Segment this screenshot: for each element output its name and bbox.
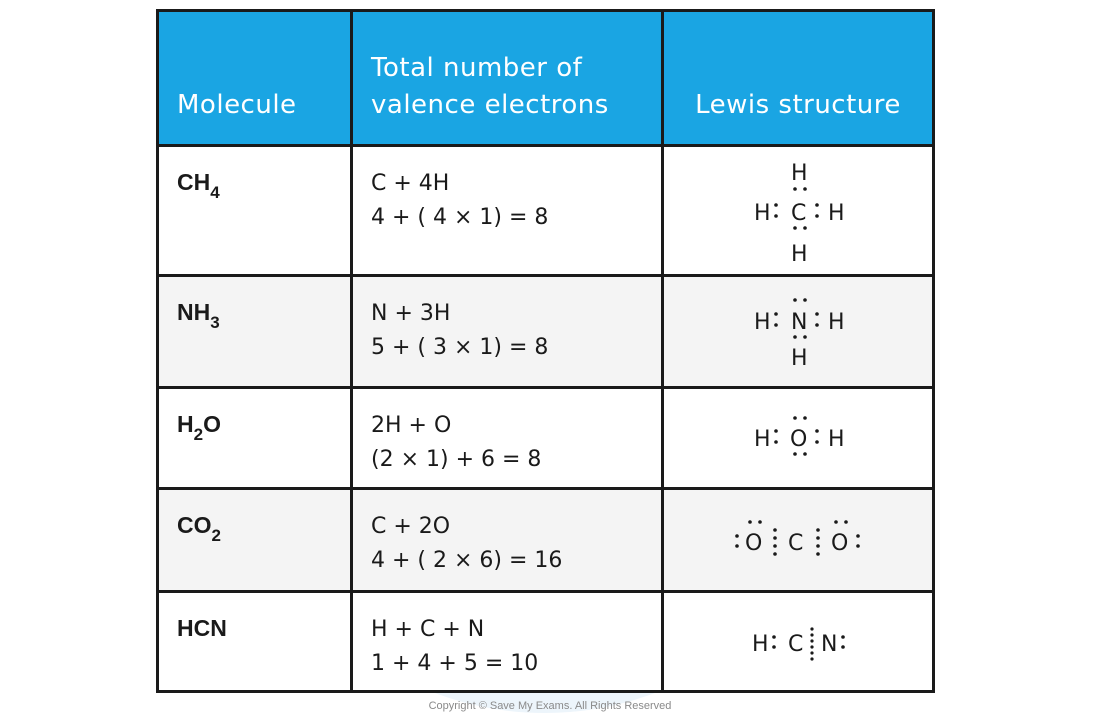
table-row: NH3 N + 3H 5 + ( 3 × 1) = 8 H N H H — [156, 274, 935, 389]
svg-text:N: N — [791, 310, 807, 335]
header-electrons-line1: Total number of — [371, 53, 583, 83]
valence-sum: C + 4H — [371, 171, 450, 196]
svg-text:H: H — [754, 427, 771, 452]
lewis-cell: O C O — [661, 487, 935, 593]
valence-cell: H + C + N 1 + 4 + 5 = 10 — [350, 590, 664, 693]
valence-calculation: (2 × 1) + 6 = 8 — [371, 447, 542, 472]
molecule-cell: CH4 — [156, 144, 353, 277]
header-row: Molecule Total number of valence electro… — [156, 9, 935, 147]
svg-text:C: C — [788, 632, 803, 657]
svg-text:C: C — [791, 201, 806, 226]
valence-calculation: 1 + 4 + 5 = 10 — [371, 651, 539, 676]
svg-text:H: H — [791, 242, 808, 266]
valence-cell: C + 4H 4 + ( 4 × 1) = 8 — [350, 144, 664, 277]
valence-calculation: 4 + ( 4 × 1) = 8 — [371, 205, 549, 230]
table-row: CH4 C + 4H 4 + ( 4 × 1) = 8 H H C H H — [156, 144, 935, 277]
valence-sum: C + 2O — [371, 514, 451, 539]
svg-text:H: H — [754, 201, 771, 226]
table-row: CO2 C + 2O 4 + ( 2 × 6) = 16 O C O — [156, 487, 935, 593]
svg-text:N: N — [821, 632, 837, 657]
valence-cell: 2H + O (2 × 1) + 6 = 8 — [350, 386, 664, 490]
copyright-footer: Copyright © Save My Exams. All Rights Re… — [428, 700, 672, 712]
svg-text:O: O — [790, 427, 807, 452]
header-molecule: Molecule — [156, 9, 353, 147]
lewis-cell: H H C H H — [661, 144, 935, 277]
svg-text:H: H — [791, 346, 808, 371]
svg-text:H: H — [828, 201, 845, 226]
molecule-cell: NH3 — [156, 274, 353, 389]
lewis-structure-co2: O C O — [735, 520, 860, 556]
svg-text:C: C — [788, 531, 803, 556]
svg-text:O: O — [831, 531, 848, 556]
header-valence-electrons: Total number of valence electrons — [350, 9, 664, 147]
lewis-structure-hcn: H C N — [752, 626, 845, 661]
svg-text:H: H — [754, 310, 771, 335]
svg-text:H: H — [828, 310, 845, 335]
valence-sum: 2H + O — [371, 413, 452, 438]
svg-text:H: H — [791, 161, 808, 186]
lewis-structure-h2o: H O H — [754, 416, 845, 456]
lewis-structure-ch4: H H C H H — [754, 161, 845, 266]
molecule-cell: H2O — [156, 386, 353, 490]
lewis-structure-nh3: H N H H — [754, 297, 845, 371]
valence-calculation: 5 + ( 3 × 1) = 8 — [371, 335, 549, 360]
table-row: HCN H + C + N 1 + 4 + 5 = 10 H C N — [156, 590, 935, 693]
svg-text:O: O — [745, 531, 762, 556]
lewis-cell: H O H — [661, 386, 935, 490]
header-lewis-structure: Lewis structure — [661, 9, 935, 147]
valence-cell: N + 3H 5 + ( 3 × 1) = 8 — [350, 274, 664, 389]
molecule-cell: HCN — [156, 590, 353, 693]
valence-sum: N + 3H — [371, 301, 451, 326]
molecule-cell: CO2 — [156, 487, 353, 593]
table-row: H2O 2H + O (2 × 1) + 6 = 8 H O H — [156, 386, 935, 490]
header-electrons-line2: valence electrons — [371, 90, 609, 120]
svg-text:H: H — [752, 632, 769, 657]
valence-sum: H + C + N — [371, 617, 485, 642]
lewis-cell: H C N — [661, 590, 935, 693]
svg-text:H: H — [828, 427, 845, 452]
lewis-cell: H N H H — [661, 274, 935, 389]
lewis-structures-table: Molecule Total number of valence electro… — [156, 9, 935, 693]
valence-cell: C + 2O 4 + ( 2 × 6) = 16 — [350, 487, 664, 593]
valence-calculation: 4 + ( 2 × 6) = 16 — [371, 548, 563, 573]
